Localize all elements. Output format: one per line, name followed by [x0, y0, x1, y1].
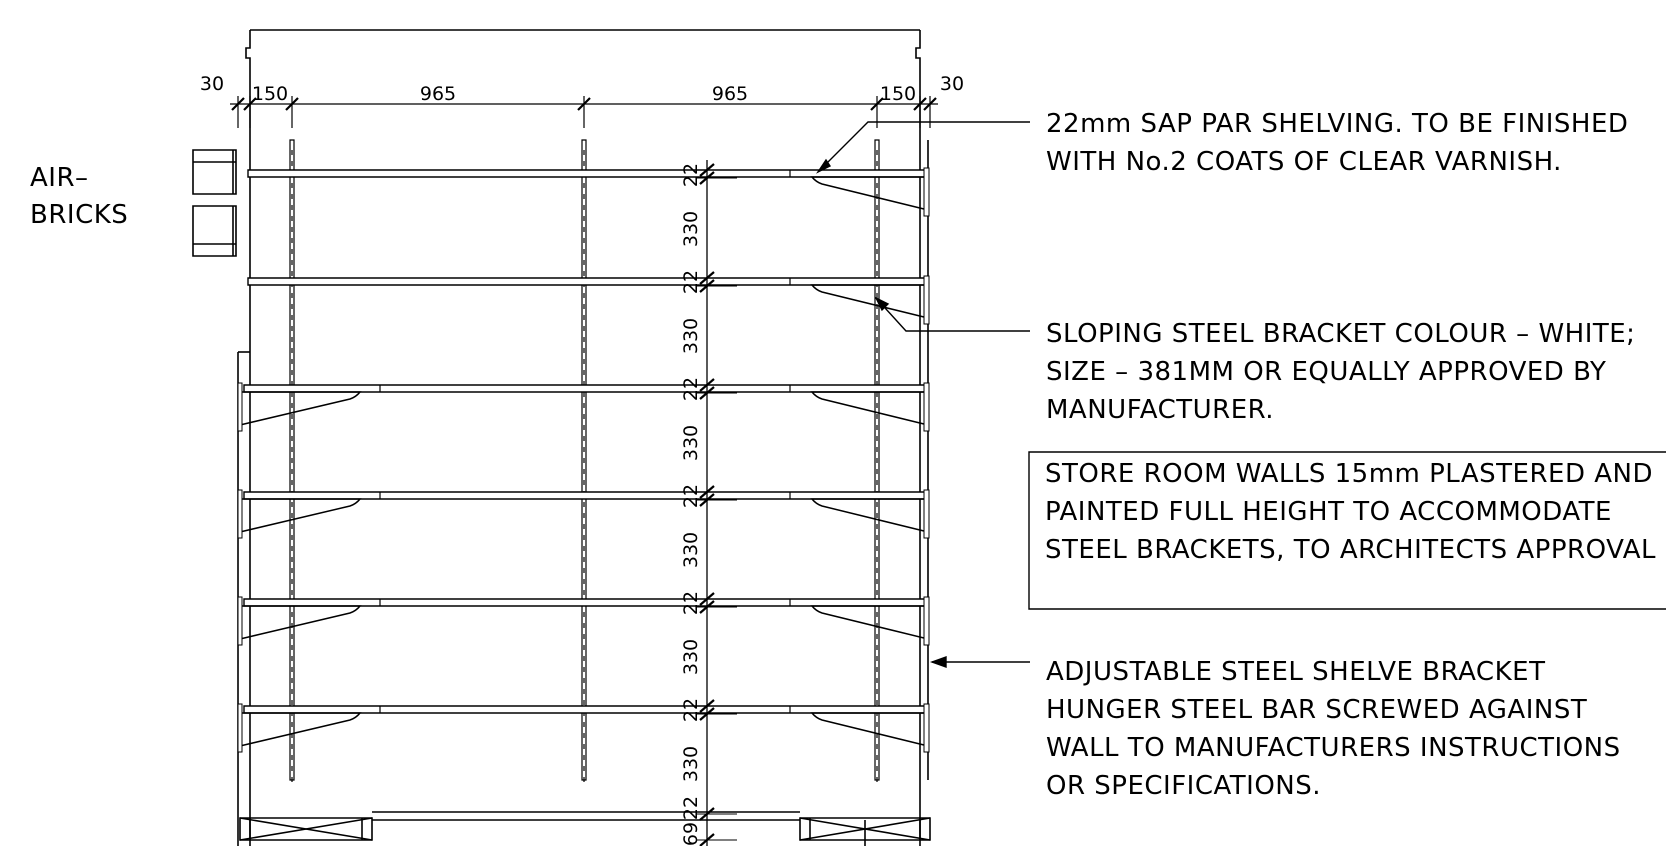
- hdim-label-5: 150: [880, 83, 916, 105]
- air-bricks-label-line2: BRICKS: [30, 200, 128, 230]
- note-shelving: 22mm SAP PAR SHELVING. TO BE FINISHED WI…: [1046, 109, 1628, 177]
- shelving-structure: [238, 140, 929, 782]
- right-bracket-2: [812, 285, 928, 318]
- vdim-label-8: 330: [680, 532, 702, 568]
- hdim-label-2: 150: [252, 83, 288, 105]
- left-bracket-3: [240, 392, 360, 425]
- svg-text:MANUFACTURER.: MANUFACTURER.: [1046, 395, 1274, 425]
- note-hanger: ADJUSTABLE STEEL SHELVE BRACKET HUNGER S…: [1046, 657, 1621, 801]
- vdim-label-6: 330: [680, 425, 702, 461]
- right-bracket-6: [812, 713, 928, 746]
- vdim-label-2: 330: [680, 211, 702, 247]
- svg-text:PAINTED FULL HEIGHT TO ACCOMMO: PAINTED FULL HEIGHT TO ACCOMMODATE: [1045, 497, 1612, 527]
- svg-text:OR SPECIFICATIONS.: OR SPECIFICATIONS.: [1046, 771, 1321, 801]
- hdim-label-4: 965: [712, 83, 748, 105]
- vdim-label-7: 22: [680, 484, 702, 508]
- shelving-leader: [818, 122, 1030, 172]
- note-walls: STORE ROOM WALLS 15mm PLASTERED AND PAIN…: [1045, 459, 1656, 565]
- vdim-label-3: 22: [680, 270, 702, 294]
- shelf-4: [244, 492, 928, 499]
- svg-text:SLOPING STEEL BRACKET COLOUR –: SLOPING STEEL BRACKET COLOUR – WHITE;: [1046, 319, 1635, 349]
- left-bracket-5: [240, 606, 360, 639]
- shelf-5: [244, 599, 928, 606]
- vdim-label-14: 69: [680, 822, 702, 846]
- left-bracket-4: [240, 499, 360, 532]
- hdim-label-6: 30: [940, 73, 964, 95]
- vdim-label-12: 330: [680, 746, 702, 782]
- wall-outline: [238, 30, 920, 846]
- air-bricks-label-line1: AIR–: [30, 163, 89, 193]
- horizontal-dimension-chain: 30 150 965 965 150 30: [200, 73, 964, 128]
- svg-text:ADJUSTABLE STEEL SHELVE BRACKE: ADJUSTABLE STEEL SHELVE BRACKET: [1046, 657, 1545, 687]
- shelf-1: [248, 170, 928, 177]
- svg-text:WITH No.2 COATS OF CLEAR VARNI: WITH No.2 COATS OF CLEAR VARNISH.: [1046, 147, 1562, 177]
- vdim-label-13: 22: [680, 796, 702, 820]
- vdim-label-9: 22: [680, 591, 702, 615]
- shelf-6: [244, 706, 928, 713]
- shelf-3: [244, 385, 928, 392]
- svg-text:STEEL BRACKETS, TO ARCHITECTS: STEEL BRACKETS, TO ARCHITECTS APPROVAL: [1045, 535, 1656, 565]
- right-bracket-5: [812, 606, 928, 639]
- left-bracket-6: [240, 713, 360, 746]
- right-bracket-1: [812, 177, 928, 210]
- bracket-leader: [876, 298, 1030, 331]
- right-bracket-4: [812, 499, 928, 532]
- note-walls-box: [1029, 452, 1666, 609]
- vdim-label-1: 22: [680, 163, 702, 187]
- vdim-label-10: 330: [680, 639, 702, 675]
- shelf-2: [248, 278, 928, 285]
- svg-text:SIZE – 381MM OR EQUALLY APPROV: SIZE – 381MM OR EQUALLY APPROVED BY: [1046, 357, 1606, 387]
- right-bracket-3: [812, 392, 928, 425]
- vdim-label-4: 330: [680, 318, 702, 354]
- vdim-label-11: 22: [680, 698, 702, 722]
- leader-lines: [815, 122, 1030, 668]
- svg-text:STORE ROOM WALLS 15mm PLASTERE: STORE ROOM WALLS 15mm PLASTERED AND: [1045, 459, 1653, 489]
- svg-text:HUNGER STEEL BAR SCREWED AGAIN: HUNGER STEEL BAR SCREWED AGAINST: [1046, 695, 1587, 725]
- base-plinth: [240, 812, 930, 846]
- svg-text:22mm SAP PAR SHELVING. TO BE F: 22mm SAP PAR SHELVING. TO BE FINISHED: [1046, 109, 1628, 139]
- air-bricks-symbol: [193, 150, 236, 256]
- hdim-label-3: 965: [420, 83, 456, 105]
- svg-text:WALL TO MANUFACTURERS INSTRUCT: WALL TO MANUFACTURERS INSTRUCTIONS: [1046, 733, 1621, 763]
- note-bracket: SLOPING STEEL BRACKET COLOUR – WHITE; SI…: [1046, 319, 1635, 425]
- vdim-label-5: 22: [680, 377, 702, 401]
- hdim-label-1: 30: [200, 73, 224, 95]
